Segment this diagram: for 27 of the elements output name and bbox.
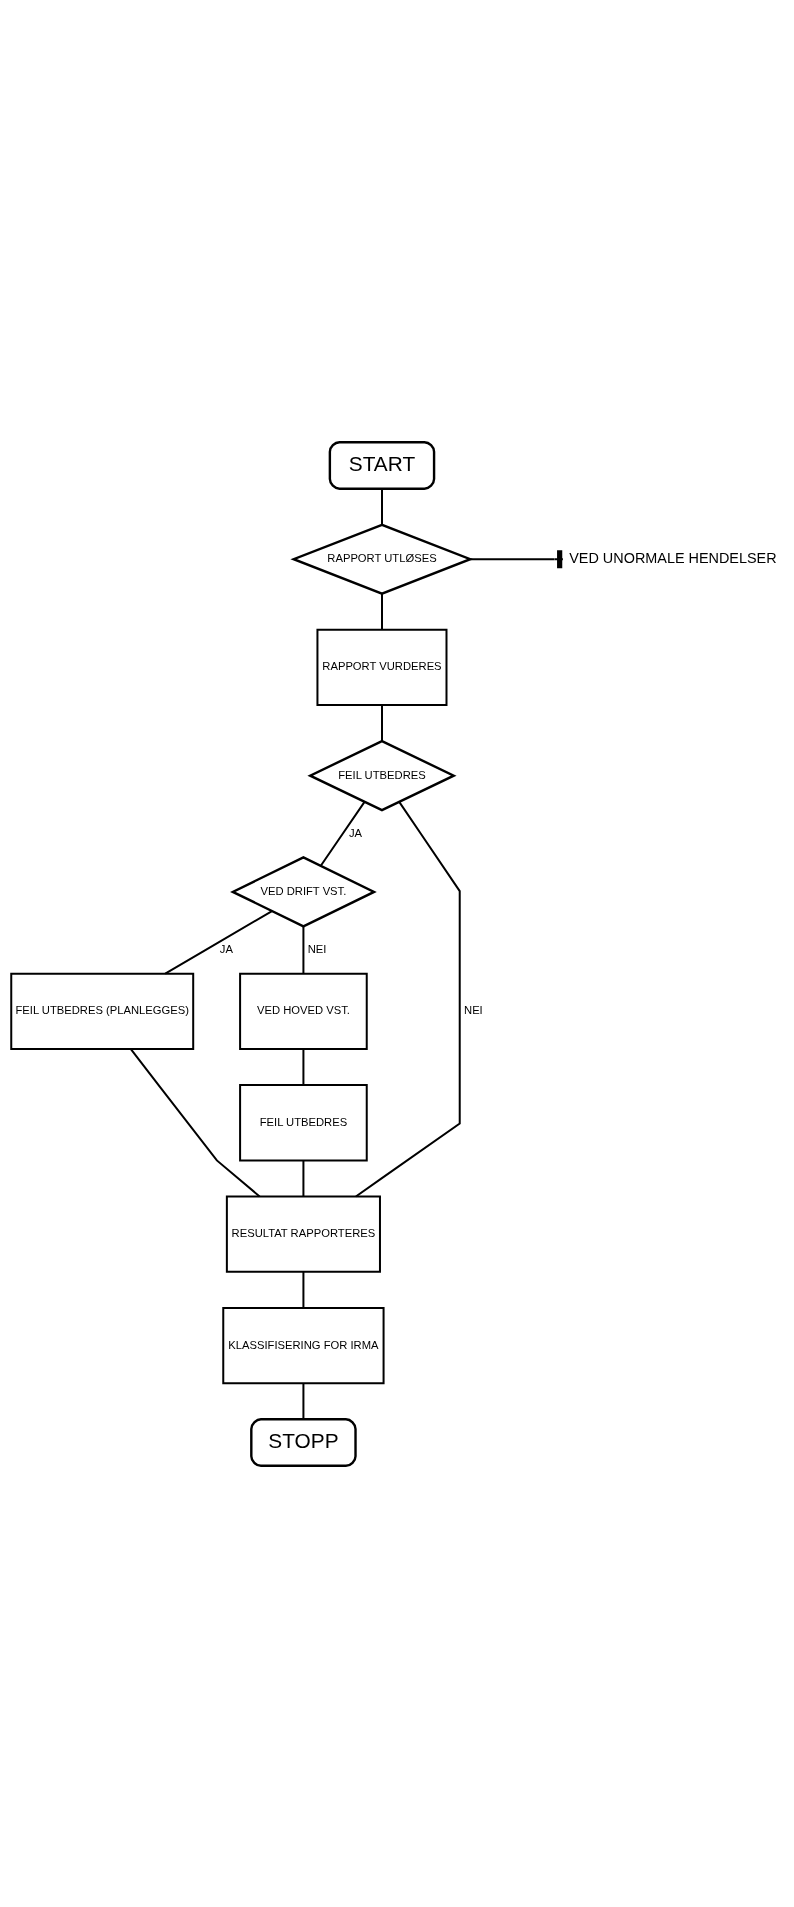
connector	[319, 800, 366, 867]
connector	[380, 592, 383, 630]
connector	[302, 1270, 305, 1309]
node-box: STOPP	[250, 1417, 357, 1467]
node-text: VED UNORMALE HENDELSER	[569, 549, 777, 566]
edge-label: NEI	[307, 942, 327, 955]
connector	[302, 1381, 305, 1420]
node-box: RESULTAT RAPPORTERES	[225, 1194, 381, 1273]
edge-label: JA	[219, 942, 233, 955]
node-box: START	[328, 440, 436, 490]
node-box: KLASSIFISERING FOR IRMA	[222, 1306, 385, 1384]
connector	[302, 924, 305, 974]
connector	[164, 909, 273, 975]
connector	[302, 1158, 305, 1197]
node-box: FEIL UTBEDRES	[239, 1083, 368, 1161]
node-diamond: FEIL UTBEDRES	[307, 739, 457, 811]
node-box: RAPPORT VURDERES	[316, 628, 448, 706]
edge-label: NEI	[464, 1003, 483, 1016]
node-diamond: VED DRIFT VST.	[230, 855, 377, 928]
node-box: FEIL UTBEDRES (PLANLEGGES)	[10, 972, 195, 1050]
connector	[129, 1047, 261, 1197]
connector	[354, 800, 461, 1197]
connector	[380, 703, 383, 742]
node-box: VED HOVED VST.	[239, 972, 368, 1050]
edge-label: JA	[348, 826, 362, 839]
connector	[380, 487, 383, 526]
connector	[302, 1047, 305, 1086]
